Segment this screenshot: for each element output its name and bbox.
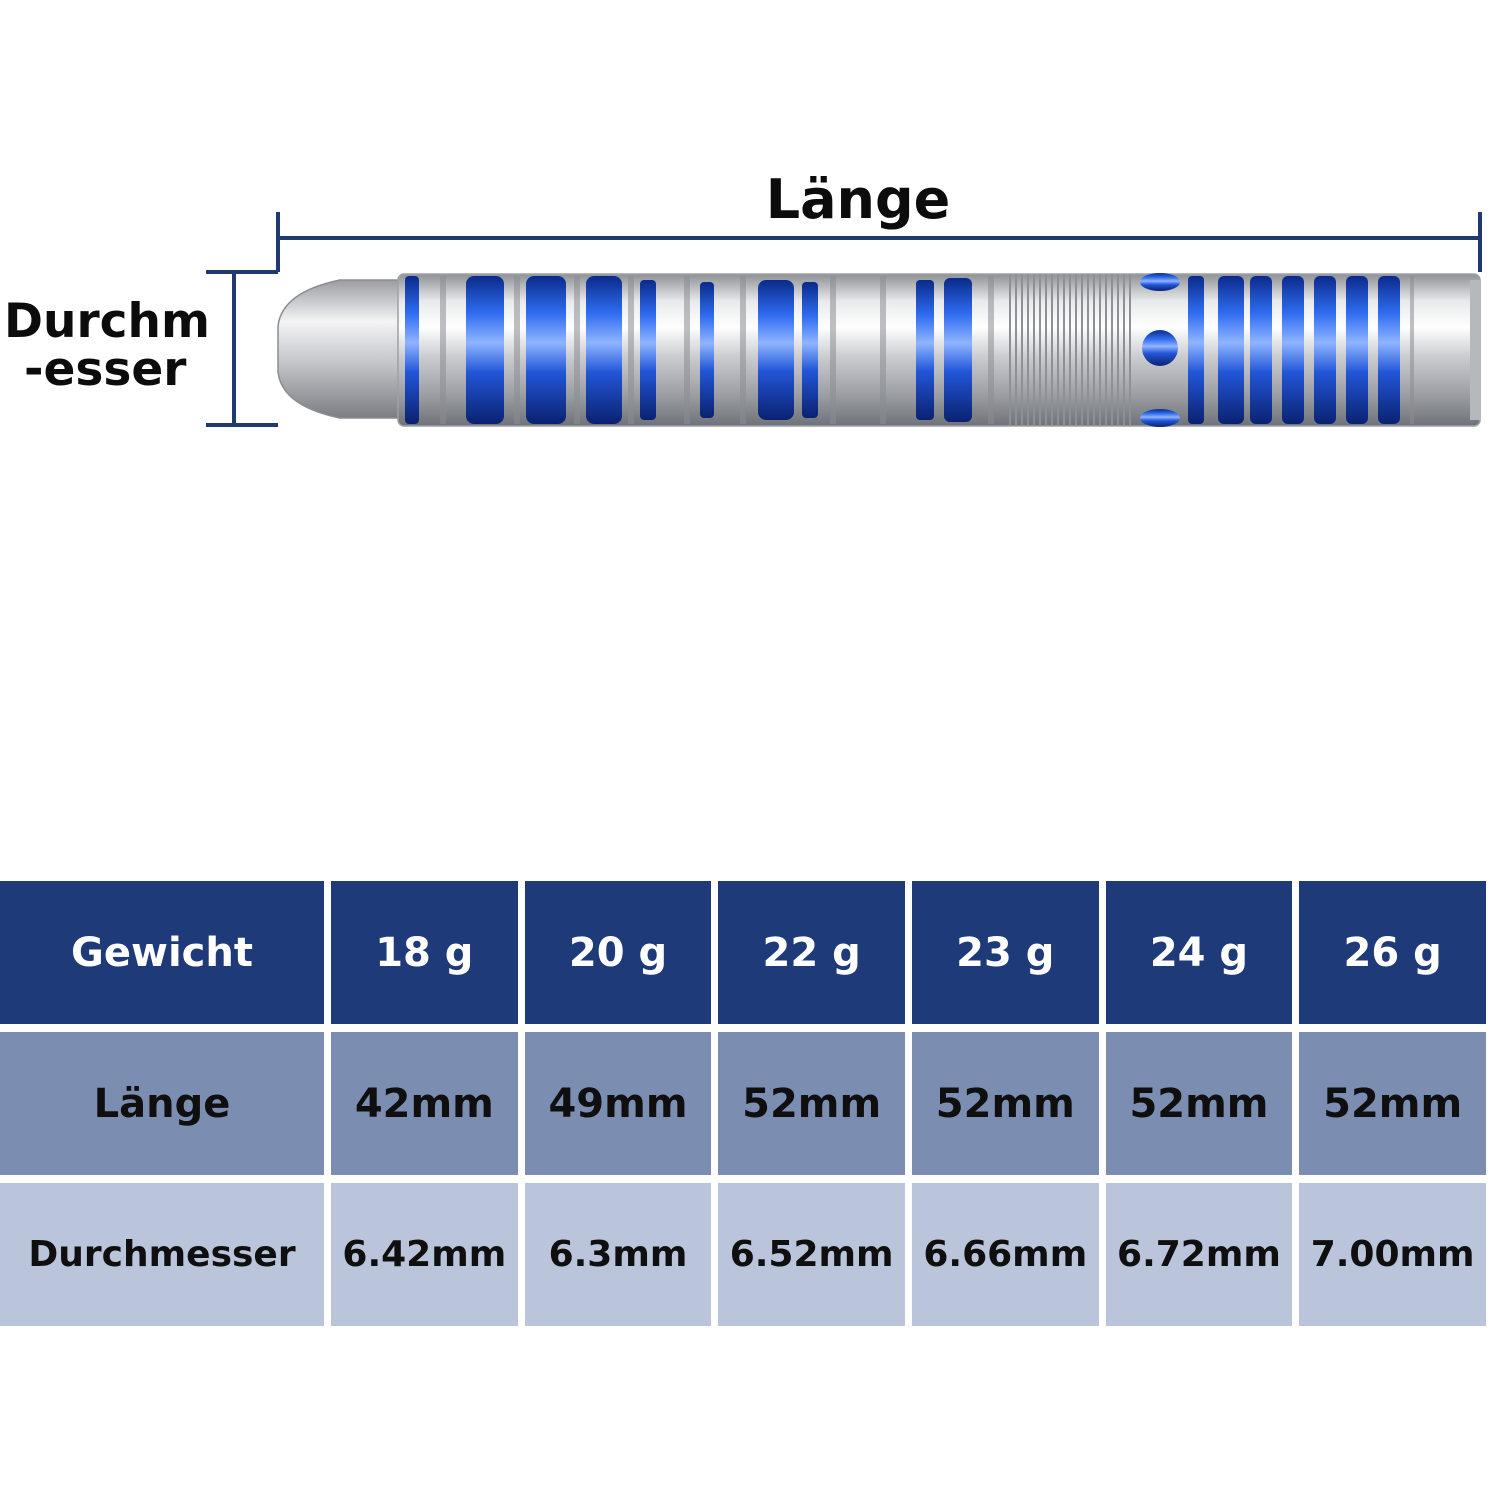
barrel-nose [277, 279, 401, 419]
dart-barrel [277, 273, 1481, 427]
diameter-dimension-label: Durchm -esser [4, 298, 224, 394]
specification-table: Gewicht 18 g 20 g 22 g 23 g 24 g 26 g Lä… [0, 873, 1493, 1334]
table-cell: 6.66mm [911, 1183, 1099, 1326]
table-cell: 42mm [331, 1032, 518, 1175]
table-cell: 6.3mm [524, 1183, 712, 1326]
table-cell: 6.42mm [331, 1183, 518, 1326]
length-dimension-line [276, 212, 1482, 272]
table-cell: 20 g [524, 881, 712, 1024]
table-cell: 49mm [524, 1032, 712, 1175]
diameter-label-line1: Durchm [4, 294, 210, 349]
table-cell: 6.52mm [718, 1183, 905, 1326]
barrel-rear-end [1470, 280, 1480, 420]
table-row-length: Länge 42mm 49mm 52mm 52mm 52mm 52mm [0, 1032, 1486, 1175]
table-cell: 23 g [911, 881, 1099, 1024]
table-cell: 52mm [1299, 1032, 1486, 1175]
row-header-diameter: Durchmesser [0, 1183, 324, 1326]
row-header-length: Länge [0, 1032, 324, 1175]
barrel-knurled-section [1009, 274, 1131, 426]
table-cell: 26 g [1299, 881, 1486, 1024]
row-header-weight: Gewicht [0, 881, 324, 1024]
table-row-weight: Gewicht 18 g 20 g 22 g 23 g 24 g 26 g [0, 881, 1486, 1024]
table-cell: 7.00mm [1299, 1183, 1486, 1326]
table-row-diameter: Durchmesser 6.42mm 6.3mm 6.52mm 6.66mm 6… [0, 1183, 1486, 1326]
table-cell: 22 g [718, 881, 905, 1024]
dart-barrel-diagram [206, 212, 1482, 427]
table-cell: 52mm [718, 1032, 905, 1175]
diameter-dimension-line [206, 270, 278, 427]
table-cell: 6.72mm [1105, 1183, 1293, 1326]
table-cell: 24 g [1105, 881, 1293, 1024]
barrel-blue-rings [405, 276, 1400, 424]
diameter-label-line2: -esser [24, 342, 187, 397]
table-cell: 52mm [911, 1032, 1099, 1175]
table-cell: 52mm [1105, 1032, 1293, 1175]
barrel-socket-holes [1140, 273, 1180, 427]
barrel-grooves [440, 276, 1414, 424]
length-dimension-label: Länge [765, 168, 951, 231]
table-cell: 18 g [331, 881, 518, 1024]
